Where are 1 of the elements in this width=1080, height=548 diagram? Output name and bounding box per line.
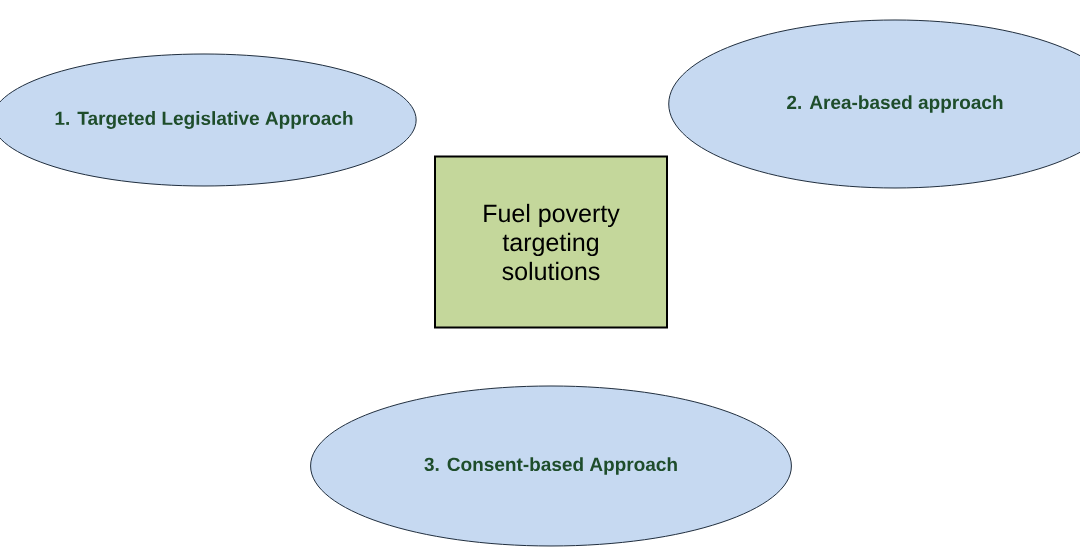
topic-box: Fuel poverty targeting solutions (434, 155, 668, 329)
